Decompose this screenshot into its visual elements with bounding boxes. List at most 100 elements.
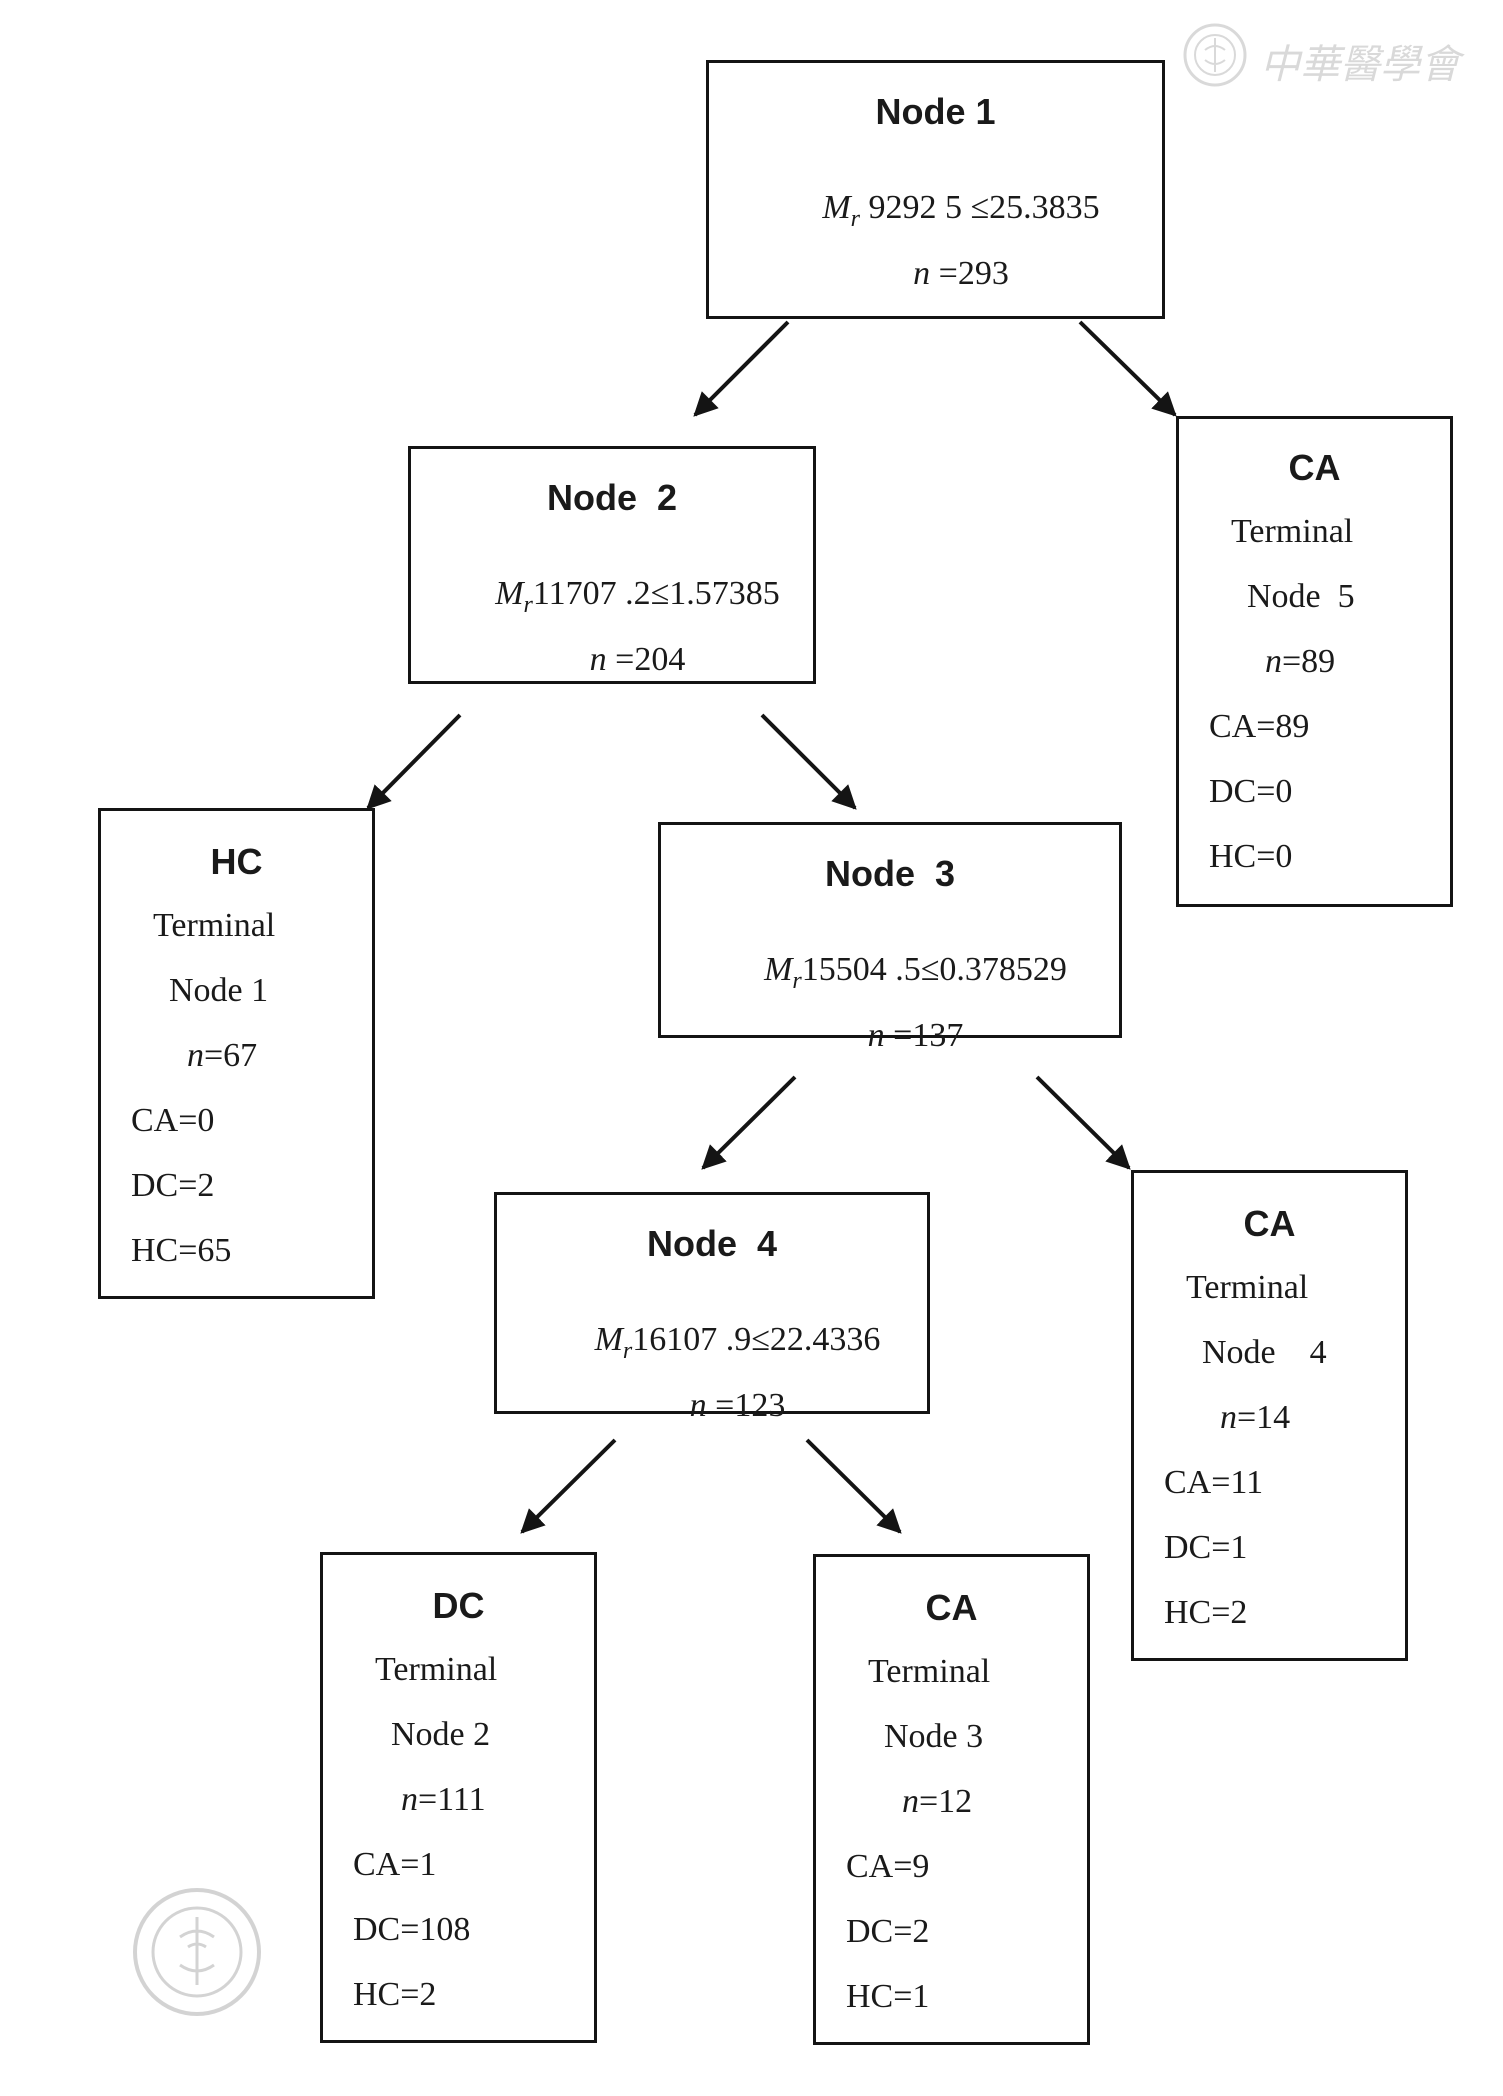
split-value: 9292 5 ≤25.3835 <box>860 189 1100 226</box>
count-hc: HC=2 <box>353 1976 437 2013</box>
count-ca: CA=1 <box>353 1846 437 1883</box>
node-title: Node 1 <box>875 91 996 132</box>
n-value: =123 <box>706 1387 786 1424</box>
n-symbol: n <box>867 1017 885 1054</box>
n-value: =12 <box>919 1783 973 1820</box>
node-1: Node 1 Mr 9292 5 ≤25.3835 n =293 <box>706 60 1165 319</box>
count-ca: CA=11 <box>1164 1464 1264 1501</box>
sample-count: n =123 <box>497 1355 927 1457</box>
terminal-node-1: HC Terminal Node 1 n=67 CA=0 DC=2 HC=65 <box>98 808 375 1299</box>
split-value: 15504 .5≤0.378529 <box>801 951 1067 988</box>
sample-count: n =293 <box>709 223 1162 325</box>
node-title: Node 4 <box>646 1223 778 1264</box>
n-value: =14 <box>1237 1399 1291 1436</box>
edge-node2-node3 <box>760 713 857 810</box>
sample-count: n=67 <box>187 1039 257 1073</box>
node-3: Node 3 Mr15504 .5≤0.378529 n =137 <box>658 822 1122 1053</box>
n-symbol: n <box>401 1781 418 1818</box>
edge-node3-terminal4 <box>1035 1075 1131 1170</box>
class-label: HC <box>210 841 263 882</box>
class-label: CA <box>1288 447 1341 488</box>
count-ca: CA=9 <box>846 1848 930 1885</box>
count-dc: DC=2 <box>846 1913 930 1950</box>
count-dc: DC=1 <box>1164 1529 1248 1566</box>
mr-subscript: r <box>850 206 860 232</box>
node-4: Node 4 Mr16107 .9≤22.4336 n =123 <box>494 1192 930 1423</box>
edge-node2-terminal1 <box>366 713 462 810</box>
seal-icon <box>1183 23 1247 87</box>
split-condition: Mr16107 .9≤22.4336 <box>497 1289 927 1391</box>
mr-symbol: M <box>495 575 524 612</box>
terminal-line: Terminal <box>153 907 276 944</box>
class-label: CA <box>1243 1203 1296 1244</box>
terminal-node-number: Node 3 <box>884 1718 984 1755</box>
terminal-node-number: Node 1 <box>169 972 269 1009</box>
terminal-line: Terminal <box>868 1653 991 1690</box>
node-title: Node 2 <box>546 477 678 518</box>
n-symbol: n <box>689 1387 707 1424</box>
mr-subscript: r <box>792 968 802 994</box>
n-value: =137 <box>884 1017 964 1054</box>
n-value: =111 <box>418 1781 486 1818</box>
count-dc: DC=108 <box>353 1911 471 1948</box>
count-ca: CA=89 <box>1209 708 1310 745</box>
terminal-node-3: CA Terminal Node 3 n=12 CA=9 DC=2 HC=1 <box>813 1554 1090 2045</box>
n-symbol: n <box>1265 643 1282 680</box>
n-symbol: n <box>1220 1399 1237 1436</box>
terminal-line: Terminal <box>375 1651 498 1688</box>
count-hc: HC=65 <box>131 1232 232 1269</box>
n-symbol: n <box>187 1037 204 1074</box>
edge-node3-node4 <box>701 1075 797 1170</box>
count-hc: HC=0 <box>1209 838 1293 875</box>
count-dc: DC=0 <box>1209 773 1293 810</box>
sample-count: n =204 <box>411 609 813 711</box>
node-title: Node 3 <box>824 853 956 894</box>
split-condition: Mr 9292 5 ≤25.3835 <box>709 157 1162 259</box>
sample-count: n=14 <box>1220 1401 1290 1435</box>
terminal-line: Terminal <box>1186 1269 1309 1306</box>
class-label: CA <box>925 1587 978 1628</box>
sample-count: n=12 <box>902 1785 972 1819</box>
count-dc: DC=2 <box>131 1167 215 1204</box>
n-symbol: n <box>589 641 607 678</box>
n-symbol: n <box>913 255 931 292</box>
mr-subscript: r <box>523 592 533 618</box>
terminal-node-4: CA Terminal Node 4 n=14 CA=11 DC=1 HC=2 <box>1131 1170 1408 1661</box>
node-2: Node 2 Mr11707 .2≤1.57385 n =204 <box>408 446 816 684</box>
sample-count: n =137 <box>661 985 1119 1087</box>
edge-node1-node2 <box>693 320 790 417</box>
count-hc: HC=2 <box>1164 1594 1248 1631</box>
count-hc: HC=1 <box>846 1978 930 2015</box>
sample-count: n=111 <box>401 1783 486 1817</box>
mr-symbol: M <box>764 951 793 988</box>
n-value: =204 <box>606 641 686 678</box>
split-value: 11707 .2≤1.57385 <box>532 575 780 612</box>
n-symbol: n <box>902 1783 919 1820</box>
split-condition: Mr11707 .2≤1.57385 <box>411 543 813 645</box>
sample-count: n=89 <box>1265 645 1335 679</box>
split-condition: Mr15504 .5≤0.378529 <box>661 919 1119 1021</box>
edge-node4-terminal2 <box>520 1438 617 1534</box>
class-label: DC <box>432 1585 485 1626</box>
watermark-logo: 中華醫學會 <box>1180 12 1480 102</box>
watermark-text: 中華醫學會 <box>1260 42 1460 88</box>
n-value: =293 <box>930 255 1009 292</box>
split-value: 16107 .9≤22.4336 <box>632 1321 881 1358</box>
mr-subscript: r <box>622 1338 633 1364</box>
mr-symbol: M <box>594 1321 623 1358</box>
terminal-node-number: Node 4 <box>1202 1334 1327 1371</box>
edge-node4-terminal3 <box>805 1438 902 1534</box>
terminal-node-5: CA Terminal Node 5 n=89 CA=89 DC=0 HC=0 <box>1176 416 1453 907</box>
terminal-node-number: Node 2 <box>391 1716 491 1753</box>
n-value: =89 <box>1282 643 1336 680</box>
mr-symbol: M <box>822 189 851 226</box>
n-value: =67 <box>204 1037 258 1074</box>
edge-node1-terminal5 <box>1078 320 1177 417</box>
terminal-line: Terminal <box>1231 513 1354 550</box>
terminal-node-2: DC Terminal Node 2 n=111 CA=1 DC=108 HC=… <box>320 1552 597 2043</box>
count-ca: CA=0 <box>131 1102 215 1139</box>
terminal-node-number: Node 5 <box>1247 578 1355 615</box>
association-seal-icon <box>133 1888 261 2016</box>
